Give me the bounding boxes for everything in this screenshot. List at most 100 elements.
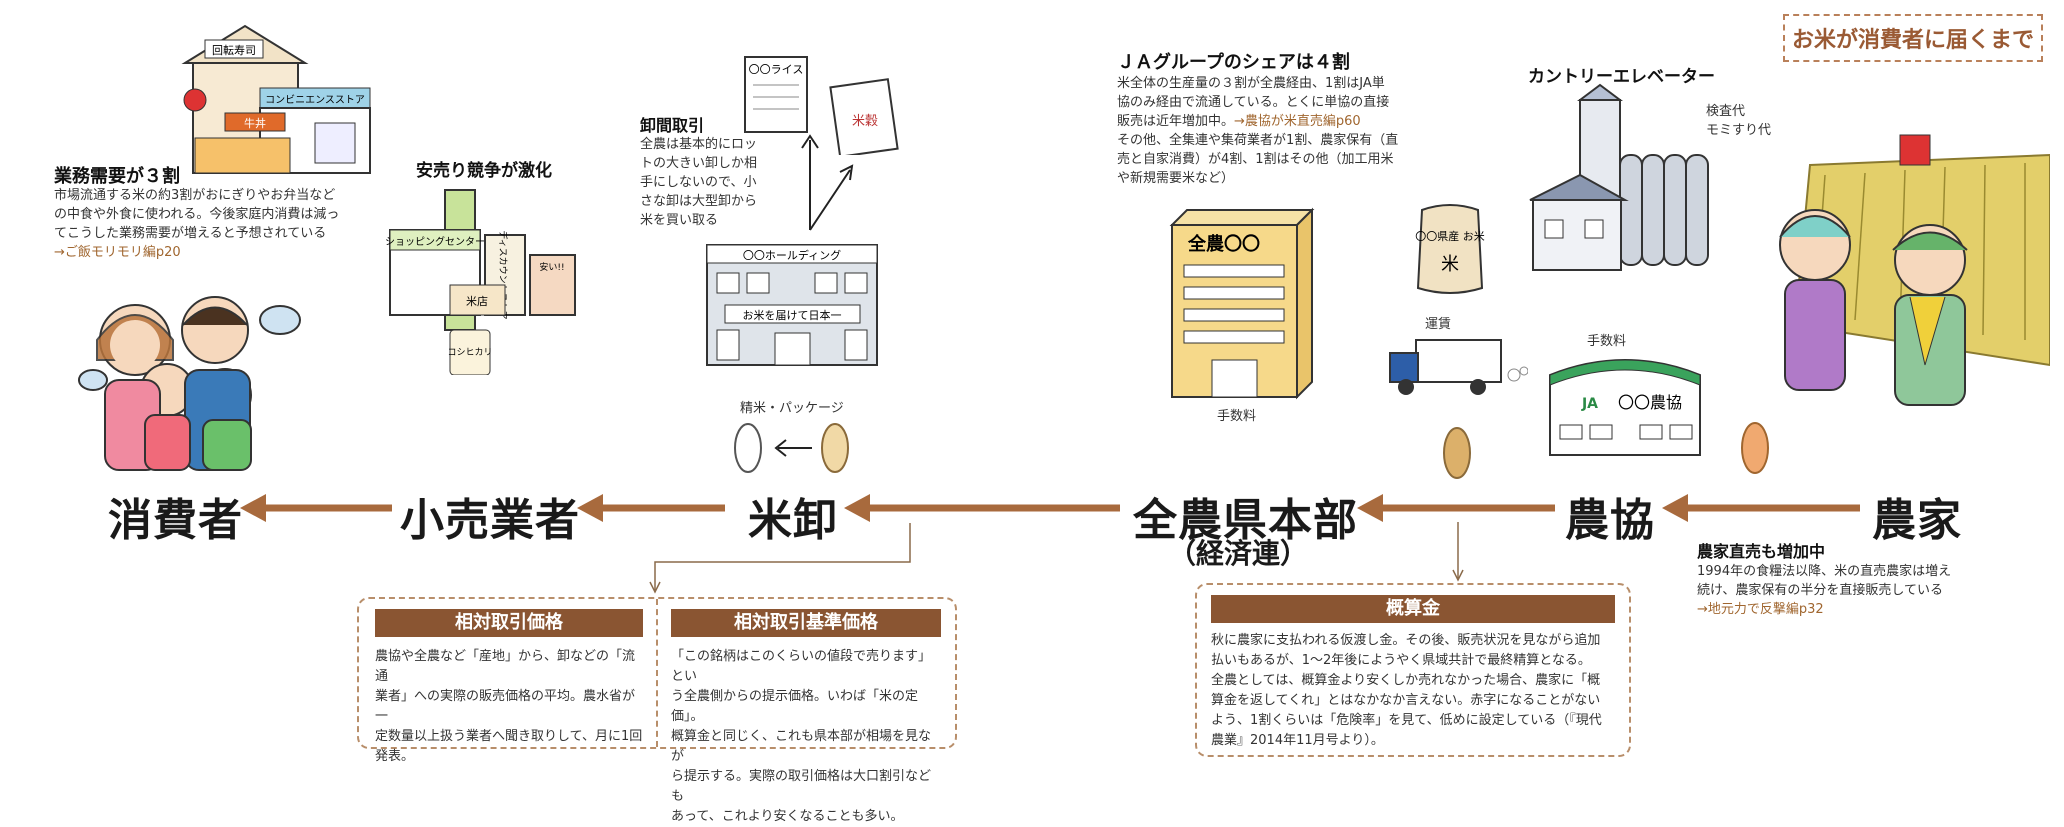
node-wholesaler: 米卸 xyxy=(748,495,838,546)
zennoh-sign: 全農〇〇 xyxy=(1187,233,1260,255)
gaisan-line: 払いもあるが、1～2年後にようやく県域共計で最終精算となる。 xyxy=(1211,653,1591,668)
oroshi-line: 手にしないので、小 xyxy=(640,175,757,190)
sotai-kijun-line: あって、これより安くなることも多い。 xyxy=(671,809,904,824)
rice-bag-label: 〇〇県産 お米 xyxy=(1415,230,1485,243)
ja-share-line: 売と自家消費）が4割、1割はその他（加工用米 xyxy=(1117,152,1394,167)
sotai-title: 相対取引価格 xyxy=(375,609,643,637)
retail-shops-illustration: ショッピングセンター ディスカウントストア 安い!! 米店 コシヒカリ xyxy=(385,189,576,375)
ja-building-illustration: JA 〇〇農協 xyxy=(1549,359,1701,456)
holding-building-illustration: 〇〇ホールディング お米を届けて日本一 xyxy=(706,244,878,366)
kensa-label: 検査代 xyxy=(1706,104,1746,119)
noukyo-sign: 〇〇農協 xyxy=(1618,393,1682,412)
diagram-title: お米が消費者に届くまで xyxy=(1783,14,2043,62)
oroshi-line: 米を買い取る xyxy=(640,213,719,228)
paddy-grain-farmer xyxy=(1741,422,1769,474)
ja-share-line: 協のみ経由で流通している。とくに単協の直接 xyxy=(1117,95,1390,110)
seimai-label: 精米・パッケージ xyxy=(740,401,844,416)
restaurant-building-illustration: 回転寿司 コンビニエンスストア 牛丼 xyxy=(181,24,371,174)
unchin-label: 運賃 xyxy=(1425,317,1452,332)
chokubai-link[interactable]: →地元力で反撃編p32 xyxy=(1697,602,1824,617)
farmers-illustration xyxy=(1779,134,2050,406)
gaisan-line: 全農としては、概算金より安くしか売れなかった場合、農家に「概 xyxy=(1211,673,1601,688)
connector-panel-sotai xyxy=(654,523,911,590)
konbini-sign: コンビニエンスストア xyxy=(265,94,365,106)
chokubai-line: 1994年の食糧法以降、米の直売農家は増え xyxy=(1697,564,1952,579)
flow-arrows xyxy=(240,494,1860,594)
oroshi-text: 全農は基本的にロッ トの大きい卸しか相 手にしないので、小 さな卸は大型卸から … xyxy=(640,135,757,230)
rice-grain-conversion xyxy=(734,423,849,473)
node-zennoh: 全農県本部 xyxy=(1133,495,1358,546)
oroshi-line: 全農は基本的にロッ xyxy=(640,137,758,152)
sotai-kijun-line: 「この銘柄はこのくらいの値段で売ります」とい xyxy=(671,649,932,684)
sotai-kijun-line: う全農側からの提示価格。いわば「米の定価」。 xyxy=(671,689,919,724)
tesuryo-ja-label: 手数料 xyxy=(1587,334,1627,349)
sotai-line: 業者」への実際の販売価格の平均。農水省が一 xyxy=(375,689,636,724)
koshihikari-bag: コシヒカリ xyxy=(447,347,492,358)
ja-share-text: 米全体の生産量の３割が全農経由、1割はJA単 協のみ経由で流通している。とくに単… xyxy=(1117,74,1398,188)
ja-share-link[interactable]: →農協が米直売編p60 xyxy=(1234,114,1361,129)
gyudon-sign: 牛丼 xyxy=(244,116,266,130)
arrow-head xyxy=(577,494,603,522)
chokubai-line: 続け、農家保有の半分を直接販売している xyxy=(1697,583,1943,598)
ja-share-heading: ＪＡグループのシェアは４割 xyxy=(1117,52,1350,73)
kaiten-sushi-sign: 回転寿司 xyxy=(212,43,256,57)
ja-share-line: 販売は近年増加中。→農協が米直売編p60 xyxy=(1117,114,1361,129)
arrow-head xyxy=(240,494,266,522)
gyomu-line: の中食や外食に使われる。今後家庭内消費は減っ xyxy=(54,207,340,222)
zennoh-building-illustration: 全農〇〇 xyxy=(1169,207,1315,400)
brown-rice-grain-ja xyxy=(1443,427,1471,479)
price-panel-group: 相対取引価格 農協や全農など「産地」から、卸などの「流通 業者」への実際の販売価… xyxy=(357,597,957,824)
sotai-kijun-line: 概算金と同じく、これも県本部が相場を見なが xyxy=(671,729,932,764)
node-consumer: 消費者 xyxy=(108,495,243,546)
arrow-head xyxy=(844,494,870,522)
oroshi-heading: 卸間取引 xyxy=(640,116,705,135)
sotai-kijun-text: 「この銘柄はこのくらいの値段で売ります」とい う全農側からの提示価格。いわば「米… xyxy=(671,647,941,827)
holding-slogan: お米を届けて日本一 xyxy=(743,308,842,322)
svg-text:米: 米 xyxy=(1441,254,1459,275)
chokubai-text: 1994年の食糧法以降、米の直売農家は増え 続け、農家保有の半分を直接販売してい… xyxy=(1697,562,1951,619)
gyomu-text: 市場流通する米の約3割がおにぎりやお弁当など の中食や外食に使われる。今後家庭内… xyxy=(54,186,339,262)
rice-bag-illustration: 〇〇県産 お米 米 xyxy=(1415,204,1485,294)
sotai-line: 発表。 xyxy=(375,749,415,764)
ja-mark: JA xyxy=(1581,396,1598,412)
node-retailer: 小売業者 xyxy=(400,495,580,546)
connector-head xyxy=(1452,569,1464,582)
truck-illustration xyxy=(1389,339,1528,395)
rice-doc-label: 〇〇ライス xyxy=(749,63,804,76)
ja-share-line: 米全体の生産量の３割が全農経由、1割はJA単 xyxy=(1117,76,1385,91)
yasuuri-heading: 安売り競争が激化 xyxy=(416,161,552,181)
oroshi-line: トの大きい卸しか相 xyxy=(640,156,758,171)
gaisan-line: 農業』2014年11月号より）。 xyxy=(1211,733,1384,748)
shopping-center-sign: ショッピングセンター xyxy=(385,235,485,248)
node-farmer: 農家 xyxy=(1872,495,1962,546)
arrow-head xyxy=(1662,494,1688,522)
oroshi-line: さな卸は大型卸から xyxy=(640,194,758,209)
country-elevator-illustration xyxy=(1529,83,1709,271)
gaisan-line: よう、1割くらいは「危険率」を見て、低めに設定している（『現代 xyxy=(1211,713,1602,728)
chokubai-heading: 農家直売も増加中 xyxy=(1697,542,1826,561)
doc-arrows xyxy=(801,134,854,231)
gaisan-text: 秋に農家に支払われる仮渡し金。その後、販売状況を見ながら追加 払いもあるが、1～… xyxy=(1211,631,1615,751)
node-ja: 農協 xyxy=(1565,495,1655,546)
sotai-kijun-title: 相対取引基準価格 xyxy=(671,609,941,637)
connector-head xyxy=(649,581,661,594)
sotai-line: 定数量以上扱う業者へ聞き取りして、月に1回 xyxy=(375,729,643,744)
rice-documents-illustration: 〇〇ライス 米穀 xyxy=(744,56,899,155)
sotai-panel: 相対取引価格 農協や全農など「産地」から、卸などの「流通 業者」への実際の販売価… xyxy=(375,609,643,767)
gyomu-line: 市場流通する米の約3割がおにぎりやお弁当など xyxy=(54,188,336,203)
ja-share-line: や新規需要米など） xyxy=(1117,171,1235,186)
gyomu-link[interactable]: →ご飯モリモリ編p20 xyxy=(54,245,181,260)
sotai-text: 農協や全農など「産地」から、卸などの「流通 業者」への実際の販売価格の平均。農水… xyxy=(375,647,643,767)
gyomu-line: てこうした業務需要が増えると予想されている xyxy=(54,226,327,241)
gaisan-line: 秋に農家に支払われる仮渡し金。その後、販売状況を見ながら追加 xyxy=(1211,633,1601,648)
sotai-kijun-line: ら提示する。実際の取引価格は大口割引なども xyxy=(671,769,932,804)
ja-share-line: その他、全集連や集荷業者が1割、農家保有（直 xyxy=(1117,133,1399,148)
panel-divider xyxy=(656,599,658,747)
gaisan-panel: 概算金 秋に農家に支払われる仮渡し金。その後、販売状況を見ながら追加 払いもある… xyxy=(1195,583,1631,757)
gaisan-line: 算金を返してくれ」とはなかなか言えない。赤字になることがない xyxy=(1211,693,1601,708)
sotai-kijun-panel: 相対取引基準価格 「この銘柄はこのくらいの値段で売ります」とい う全農側からの提… xyxy=(671,609,941,827)
gyomu-heading: 業務需要が３割 xyxy=(54,166,180,187)
yasui-sign: 安い!! xyxy=(539,261,564,273)
holding-sign: 〇〇ホールディング xyxy=(743,248,841,262)
node-zennoh-sub: （経済連） xyxy=(1168,537,1309,570)
